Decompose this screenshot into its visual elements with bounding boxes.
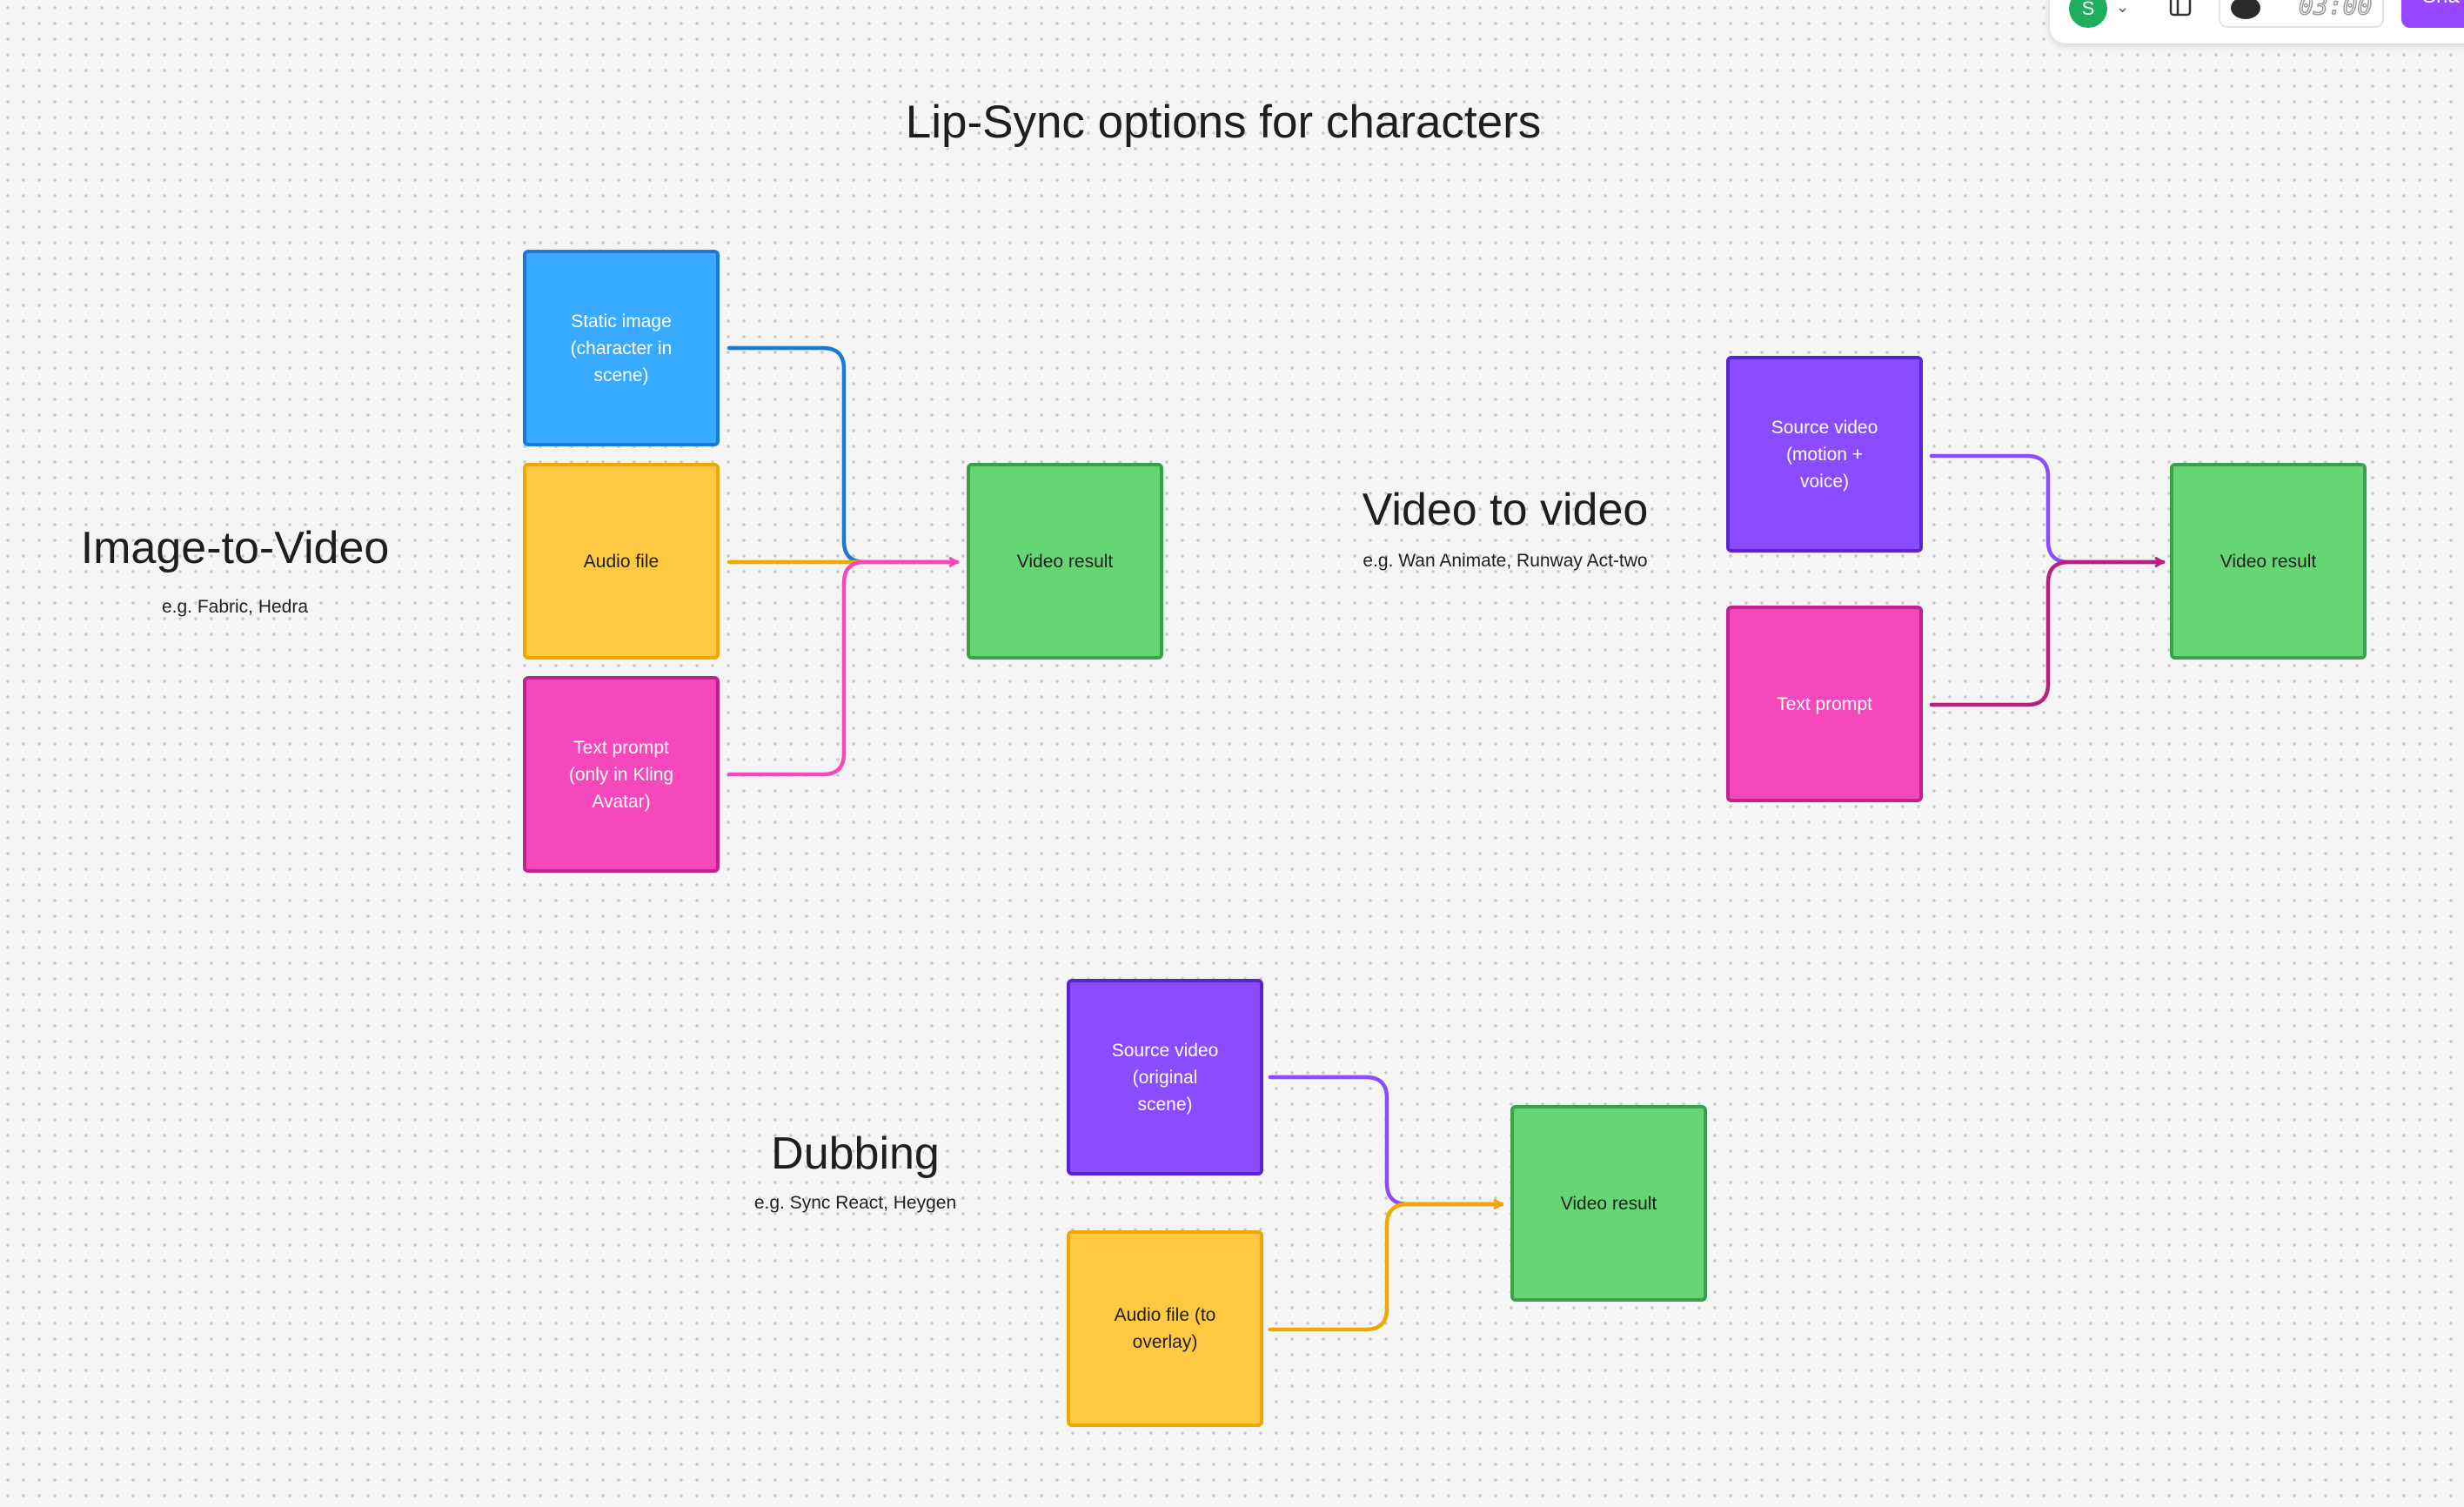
timer-icon [2231, 0, 2260, 19]
timer-readout: 03:00 [2298, 0, 2373, 21]
section-subtitle-image-to-video[interactable]: e.g. Fabric, Hedra [161, 597, 309, 617]
section-subtitle-dubbing[interactable]: e.g. Sync React, Heygen [753, 1193, 957, 1213]
sticky-video-result-v2v[interactable]: Video result [2170, 463, 2367, 660]
sticky-video-result-i2v[interactable]: Video result [967, 463, 1163, 660]
sticky-video-result-dubbing[interactable]: Video result [1510, 1105, 1707, 1302]
section-heading-video-to-video[interactable]: Video to video [1362, 485, 1649, 535]
timer-widget[interactable]: 03:00 [2219, 0, 2384, 28]
connector-source-video-dub [1268, 1075, 1504, 1207]
board-title[interactable]: Lip-Sync options for characters [905, 97, 1542, 148]
sticky-source-video-original[interactable]: Source video (original scene) [1067, 979, 1263, 1175]
section-heading-image-to-video[interactable]: Image-to-Video [80, 523, 390, 573]
sticky-audio-file[interactable]: Audio file [523, 463, 720, 660]
user-avatar[interactable]: S [2069, 0, 2107, 28]
sticky-static-image[interactable]: Static image (character in scene) [523, 250, 720, 446]
connector-text-prompt [726, 562, 960, 777]
sticky-source-video-motion-voice[interactable]: Source video (motion + voice) [1726, 356, 1923, 553]
share-button[interactable]: Sha [2401, 0, 2464, 28]
sticky-audio-file-overlay[interactable]: Audio file (to overlay) [1067, 1230, 1263, 1427]
connector-source-video-v2v [1929, 453, 2166, 565]
sticky-text-prompt-v2v[interactable]: Text prompt [1726, 606, 1923, 802]
sticky-text-prompt-kling[interactable]: Text prompt (only in Kling Avatar) [523, 676, 720, 873]
connector-audio-file-dub [1268, 1204, 1504, 1332]
connector-static-image [726, 345, 960, 565]
section-subtitle-video-to-video[interactable]: e.g. Wan Animate, Runway Act-two [1363, 551, 1648, 571]
chevron-down-icon[interactable]: ⌄ [2116, 0, 2130, 16]
section-heading-dubbing[interactable]: Dubbing [771, 1129, 940, 1179]
connector-text-prompt-v2v [1929, 562, 2166, 707]
panel-layout-icon[interactable] [2168, 0, 2193, 17]
